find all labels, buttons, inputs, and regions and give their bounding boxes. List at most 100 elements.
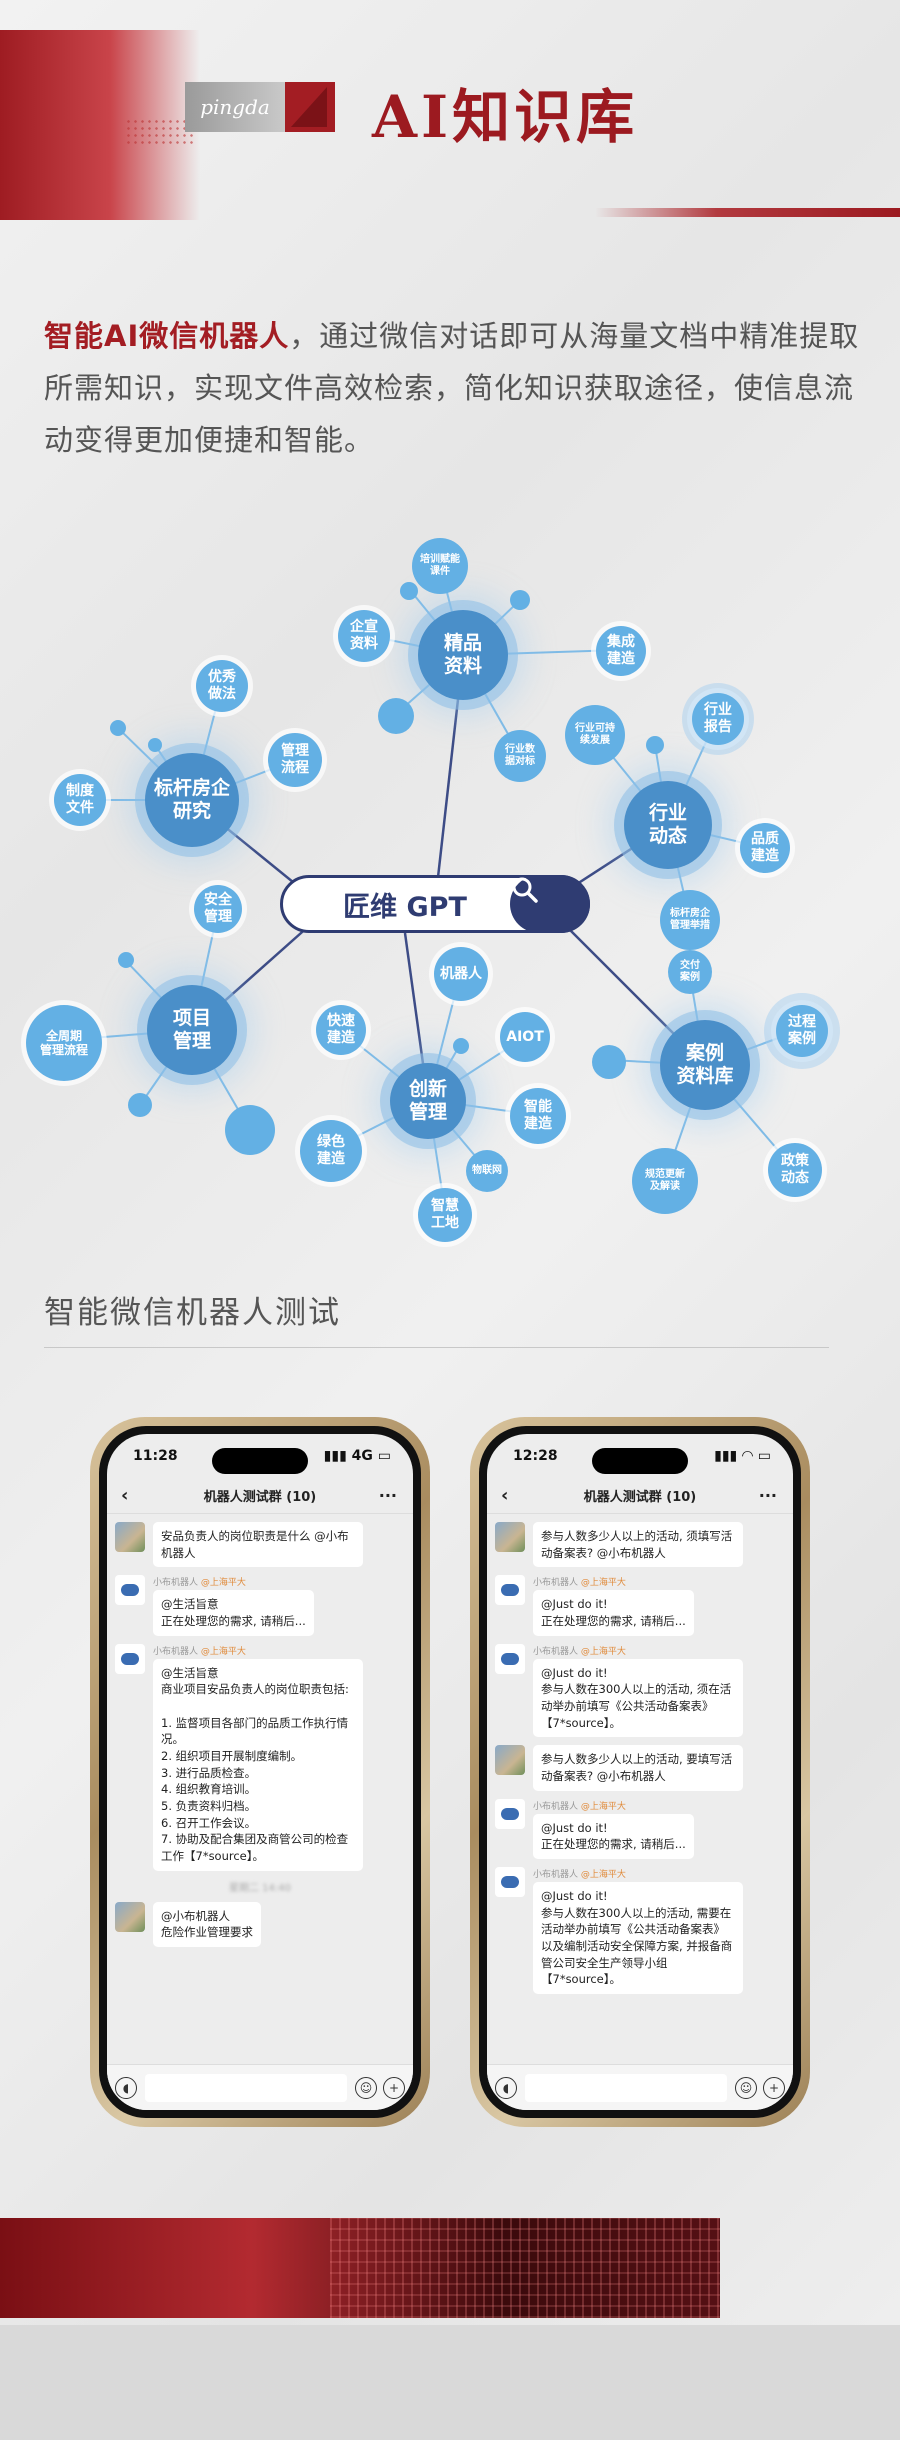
chat-message: 安品负责人的岗位职责是什么 @小布机器人 [115, 1522, 405, 1568]
voice-icon[interactable]: ◖ [495, 2076, 517, 2099]
leaf-quality-construction[interactable]: 品质 建造 [740, 823, 790, 873]
brand-badge-text: pingda [185, 82, 285, 132]
bot-avatar[interactable] [495, 1867, 525, 1898]
status-signal: ▮▮▮ ◠ ▭ [714, 1448, 771, 1464]
avatar[interactable] [495, 1522, 525, 1552]
add-icon[interactable]: + [763, 2076, 785, 2099]
bot-avatar[interactable] [115, 1575, 145, 1606]
gpt-search-bar[interactable]: 匠维 GPT [280, 875, 590, 933]
message-bubble[interactable]: @Just do it! 参与人数在300人以上的活动, 须在活动举办前填写《公… [533, 1658, 743, 1738]
message-bubble[interactable]: 安品负责人的岗位职责是什么 @小布机器人 [153, 1522, 363, 1568]
message-input[interactable] [525, 2073, 727, 2102]
search-button[interactable] [510, 875, 590, 933]
voice-icon[interactable]: ◖ [115, 2076, 137, 2099]
emoji-icon[interactable]: ☺ [735, 2076, 757, 2099]
message-bubble[interactable]: @Just do it! 正在处理您的需求, 请稍后... [533, 1813, 694, 1860]
chat-message: 参与人数多少人以上的活动, 须填写活动备案表? @小布机器人 [495, 1522, 785, 1568]
mindmap-dot [592, 1045, 626, 1079]
hub-benchmark-research[interactable]: 标杆房企 研究 [145, 753, 239, 847]
message-bubble[interactable]: 参与人数多少人以上的活动, 须填写活动备案表? @小布机器人 [533, 1522, 743, 1568]
brand-badge: pingda [185, 82, 335, 132]
hub-project-management[interactable]: 项目 管理 [147, 985, 237, 1075]
leaf-management-process[interactable]: 管理 流程 [268, 733, 322, 787]
avatar[interactable] [115, 1901, 145, 1932]
mindmap-dot [148, 738, 162, 752]
leaf-industry-data-benchmark[interactable]: 行业数 据对标 [494, 730, 546, 782]
leaf-aiot[interactable]: AIOT [500, 1012, 550, 1062]
hub-case-library[interactable]: 案例 资料库 [660, 1020, 750, 1110]
avatar[interactable] [115, 1522, 145, 1552]
message-bubble[interactable]: @生活旨意 商业项目安品负责人的岗位职责包括: 1. 监督项目各部门的品质工作执… [153, 1658, 363, 1871]
phone-mockup-1: 11:28 ▮▮▮ 4G ▭ ‹ 机器人测试群 (10) ··· 安品负责人的岗… [90, 1417, 430, 2127]
leaf-policy-news[interactable]: 政策 动态 [768, 1143, 822, 1197]
mindmap-dot [128, 1093, 152, 1117]
leaf-policy-documents[interactable]: 制度 文件 [54, 774, 106, 826]
sender-name: 小布机器人 @上海平大 [153, 1646, 246, 1657]
leaf-green-construction[interactable]: 绿色 建造 [300, 1120, 362, 1182]
leaf-process-cases[interactable]: 过程 案例 [776, 1005, 828, 1057]
dynamic-island [212, 1448, 308, 1474]
leaf-intelligent-construction[interactable]: 智能 建造 [510, 1088, 566, 1144]
leaf-rapid-construction[interactable]: 快速 建造 [316, 1005, 366, 1055]
leaf-benchmark-measures[interactable]: 标杆房企 管理举措 [660, 890, 720, 950]
chat-message: 参与人数多少人以上的活动, 要填写活动备案表? @小布机器人 [495, 1745, 785, 1791]
leaf-training-courseware[interactable]: 培训赋能 课件 [412, 538, 468, 594]
message-bubble[interactable]: @生活旨意 正在处理您的需求, 请稍后... [153, 1590, 314, 1636]
back-icon[interactable]: ‹ [121, 1485, 129, 1506]
chat-timestamp: 星期二 14:40 [229, 1882, 291, 1894]
message-bubble[interactable]: 参与人数多少人以上的活动, 要填写活动备案表? @小布机器人 [533, 1745, 743, 1791]
emoji-icon[interactable]: ☺ [355, 2076, 377, 2099]
message-bubble[interactable]: @Just do it! 正在处理您的需求, 请稍后... [533, 1590, 694, 1636]
message-bubble[interactable]: @Just do it! 参与人数在300人以上的活动, 需要在活动举办前填写《… [533, 1882, 743, 1995]
leaf-robot[interactable]: 机器人 [434, 947, 488, 1001]
mindmap-dot [453, 1038, 469, 1054]
leaf-industry-reports[interactable]: 行业 报告 [692, 693, 744, 745]
mindmap-dot [118, 952, 134, 968]
chat-message: 小布机器人 @上海平大 @生活旨意 商业项目安品负责人的岗位职责包括: 1. 监… [115, 1643, 405, 1871]
message-input[interactable] [145, 2073, 347, 2102]
bot-avatar[interactable] [495, 1575, 525, 1606]
sender-name: 小布机器人 @上海平大 [153, 1578, 246, 1589]
chat-message: 小布机器人 @上海平大 @Just do it! 正在处理您的需求, 请稍后..… [495, 1798, 785, 1860]
status-time: 12:28 [513, 1448, 558, 1464]
leaf-industry-sustainability[interactable]: 行业可持 续发展 [565, 705, 625, 765]
knowledge-mindmap: 精品 资料 标杆房企 研究 行业 动态 项目 管理 创新 管理 案例 资料库 培… [0, 500, 900, 1260]
bot-avatar[interactable] [495, 1798, 525, 1829]
leaf-iot[interactable]: 物联网 [466, 1150, 508, 1192]
leaf-regulation-updates[interactable]: 规范更新 及解读 [632, 1148, 698, 1214]
hub-premium-materials[interactable]: 精品 资料 [418, 610, 508, 700]
section-divider [44, 1347, 829, 1348]
avatar[interactable] [495, 1745, 525, 1776]
leaf-safety-management[interactable]: 安全 管理 [194, 885, 242, 933]
chat-header: ‹ 机器人测试群 (10) ··· [487, 1478, 793, 1514]
leaf-smart-site[interactable]: 智慧 工地 [418, 1188, 472, 1242]
bot-avatar[interactable] [115, 1643, 145, 1674]
more-icon[interactable]: ··· [758, 1486, 777, 1505]
leaf-corporate-publicity[interactable]: 企宣 资料 [338, 610, 390, 662]
more-icon[interactable]: ··· [378, 1486, 397, 1505]
leaf-delivery-cases[interactable]: 交付 案例 [668, 950, 712, 994]
intro-highlight: 智能AI微信机器人 [44, 319, 290, 353]
chat-input-bar: ◖ ☺ + [487, 2064, 793, 2110]
status-bar: 12:28 ▮▮▮ ◠ ▭ [513, 1448, 771, 1464]
footer-red-band [0, 2218, 720, 2318]
header-dot-pattern [125, 118, 195, 146]
sender-name: 小布机器人 @上海平大 [533, 1801, 626, 1812]
chat-title: 机器人测试群 (10) [203, 1490, 317, 1505]
bot-avatar[interactable] [495, 1643, 525, 1674]
back-icon[interactable]: ‹ [501, 1485, 509, 1506]
mindmap-dot [225, 1105, 275, 1155]
phone-mockup-2: 12:28 ▮▮▮ ◠ ▭ ‹ 机器人测试群 (10) ··· 参与人数多少人以… [470, 1417, 810, 2127]
chat-message: 小布机器人 @上海平大 @生活旨意 正在处理您的需求, 请稍后... [115, 1575, 405, 1636]
hub-innovation-management[interactable]: 创新 管理 [390, 1063, 466, 1139]
add-icon[interactable]: + [383, 2076, 405, 2099]
chat-message: 小布机器人 @上海平大 @Just do it! 参与人数在300人以上的活动,… [495, 1867, 785, 1995]
page-title: AI知识库 [372, 83, 639, 151]
leaf-lifecycle-process[interactable]: 全周期 管理流程 [26, 1005, 102, 1081]
status-signal: ▮▮▮ 4G ▭ [323, 1448, 391, 1464]
leaf-best-practices[interactable]: 优秀 做法 [196, 660, 248, 712]
leaf-integrated-construction[interactable]: 集成 建造 [596, 626, 646, 676]
message-bubble[interactable]: @小布机器人 危险作业管理要求 [153, 1901, 261, 1948]
mindmap-dot [110, 720, 126, 736]
hub-industry-news[interactable]: 行业 动态 [624, 781, 712, 869]
